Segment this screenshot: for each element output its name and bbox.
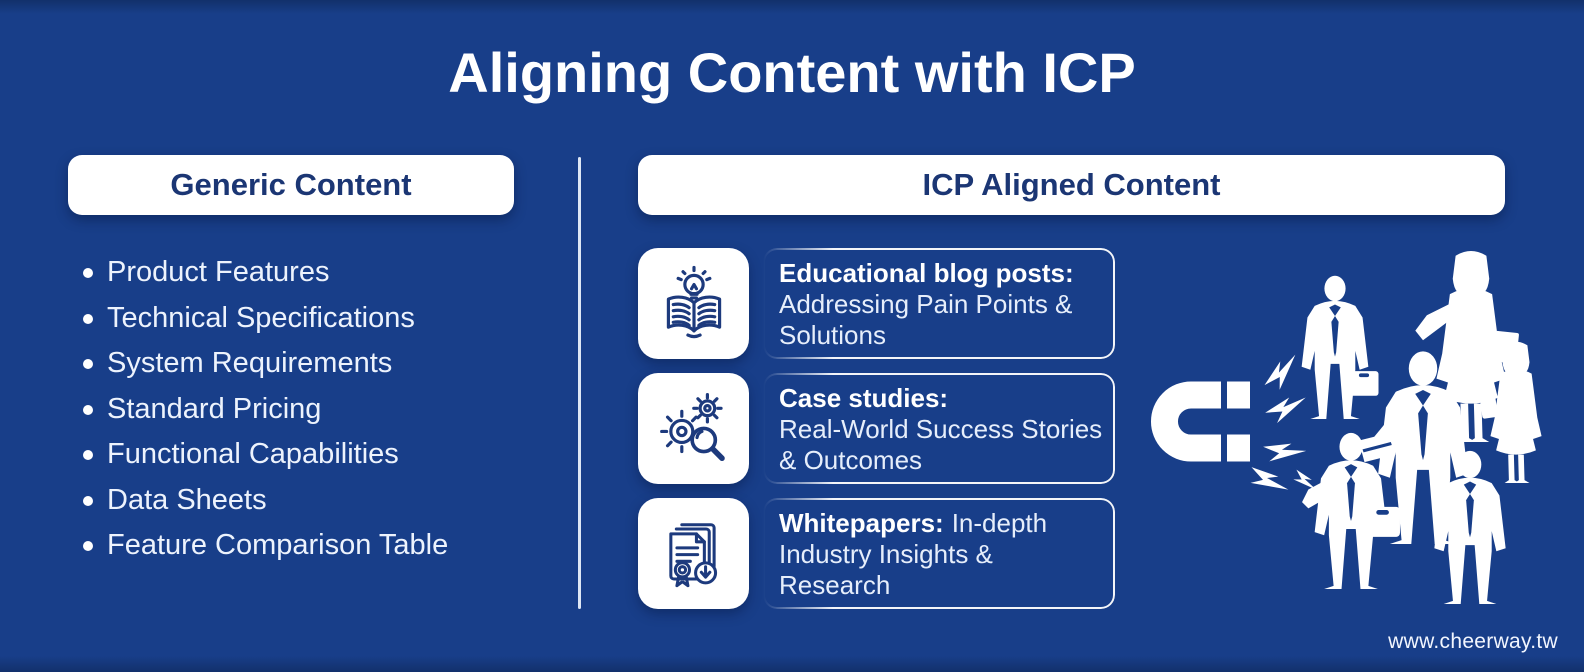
list-item: Technical Specifications (80, 296, 550, 342)
icp-card-row: Educational blog posts: Addressing Pain … (638, 248, 1116, 359)
person-silhouette (1301, 275, 1379, 419)
list-item: System Requirements (80, 341, 550, 387)
book-lightbulb-icon (638, 248, 749, 359)
card-description: Real-World Success Stories & Outcomes (779, 414, 1103, 475)
list-item: Feature Comparison Table (80, 523, 550, 569)
icp-content-header-label: ICP Aligned Content (922, 167, 1221, 202)
generic-content-list: Product Features Technical Specification… (80, 250, 550, 569)
icp-card-row: Whitepapers:In-depth Industry Insights &… (638, 498, 1116, 609)
card-title: Whitepapers: (779, 508, 944, 538)
business-people-silhouettes (1301, 250, 1542, 604)
certificate-download-icon (638, 498, 749, 609)
content-card-case-studies: Case studies: Real-World Success Stories… (763, 373, 1115, 484)
card-description: In-depth Industry Insights & Research (779, 508, 1048, 600)
content-card-educational-blog-posts: Educational blog posts: Addressing Pain … (763, 248, 1115, 359)
list-item: Data Sheets (80, 478, 550, 524)
magnet-icon (1151, 354, 1317, 490)
panel-divider (578, 157, 581, 609)
card-description: Addressing Pain Points & Solutions (779, 289, 1073, 350)
person-silhouette (1358, 351, 1468, 544)
card-title: Case studies: (779, 383, 949, 413)
generic-content-header-label: Generic Content (170, 167, 412, 202)
list-item: Standard Pricing (80, 387, 550, 433)
list-item: Product Features (80, 250, 550, 296)
generic-content-header: Generic Content (68, 155, 514, 215)
person-silhouette (1480, 341, 1542, 483)
card-title: Educational blog posts: (779, 258, 1074, 288)
content-card-whitepapers: Whitepapers:In-depth Industry Insights &… (763, 498, 1115, 609)
list-item: Functional Capabilities (80, 432, 550, 478)
lightning-bolt-icon (1250, 354, 1317, 490)
watermark-url: www.cheerway.tw (1388, 630, 1558, 653)
page-title: Aligning Content with ICP (448, 41, 1136, 104)
person-silhouette (1302, 432, 1400, 589)
icp-content-header: ICP Aligned Content (638, 155, 1505, 215)
gears-magnifier-icon (638, 373, 749, 484)
icp-card-row: Case studies: Real-World Success Stories… (638, 373, 1116, 484)
